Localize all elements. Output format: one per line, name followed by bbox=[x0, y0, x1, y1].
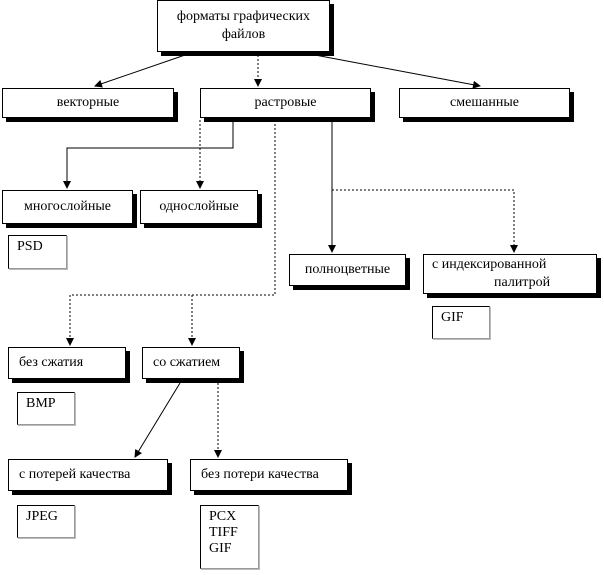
format-tiff: TIFF bbox=[209, 525, 238, 540]
edge-raster-compression bbox=[66, 120, 276, 346]
edge-raster-multi bbox=[63, 120, 234, 189]
tag-gif-indexed: GIF bbox=[432, 306, 490, 339]
node-multilayer: многослойные bbox=[2, 190, 133, 224]
node-indexed: с индексированной палитрой bbox=[423, 254, 597, 294]
node-mixed: смешанные bbox=[399, 88, 570, 118]
node-lossless: без потери качества bbox=[190, 459, 348, 491]
node-fullcolor: полноцветные bbox=[289, 254, 406, 286]
format-pcx: PCX bbox=[209, 509, 237, 524]
node-compression: со сжатием bbox=[142, 347, 240, 379]
edge-with-lossy bbox=[134, 382, 181, 458]
node-singlelayer: однослойные bbox=[140, 190, 258, 224]
node-raster: растровые bbox=[200, 88, 371, 118]
node-vector: векторные bbox=[2, 88, 174, 118]
format-gif: GIF bbox=[209, 541, 232, 556]
node-lossy: с потерей качества bbox=[8, 459, 168, 491]
edge-raster-indexed bbox=[332, 189, 518, 253]
edge-root-mixed bbox=[314, 54, 481, 89]
node-root-line2: файлов bbox=[221, 27, 266, 42]
node-root: форматы графических файлов bbox=[157, 0, 330, 52]
tag-psd: PSD bbox=[8, 235, 67, 269]
tag-jpeg: JPEG bbox=[17, 505, 75, 538]
tag-lossless-formats: PCX TIFF GIF bbox=[200, 505, 259, 569]
node-root-line1: форматы графических bbox=[176, 9, 311, 24]
edge-root-vector bbox=[94, 54, 186, 88]
node-nocompression: без сжатия bbox=[8, 347, 126, 379]
tag-bmp: BMP bbox=[17, 392, 75, 425]
